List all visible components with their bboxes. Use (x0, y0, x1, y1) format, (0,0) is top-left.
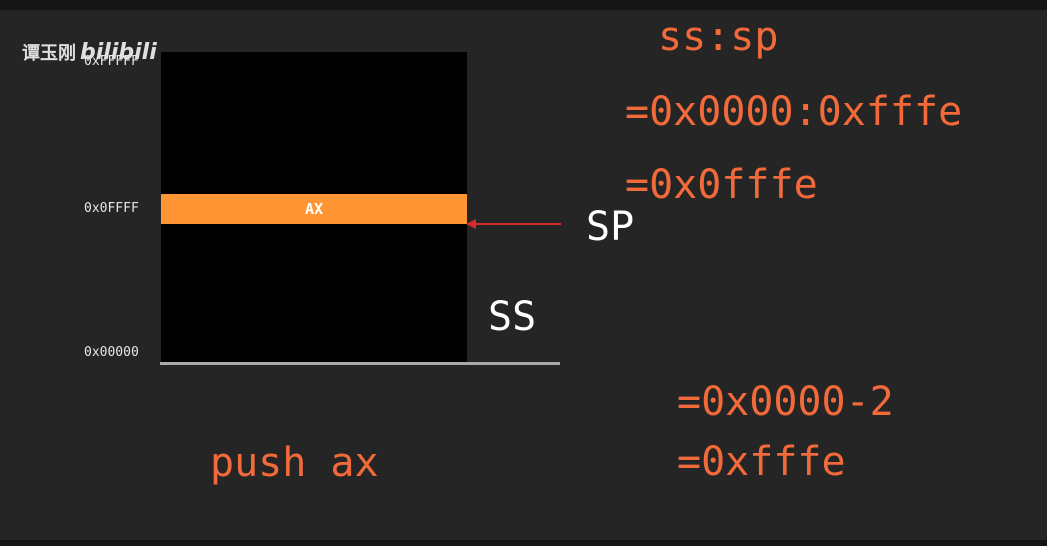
ss-register-label: SS (488, 294, 537, 340)
bilibili-logo: bilibili (80, 40, 157, 65)
address-mid-label: 0x0FFFF (84, 201, 139, 216)
stack-baseline (160, 362, 560, 365)
watermark-author: 谭玉刚 (22, 43, 76, 64)
ax-stack-slot: AX (161, 194, 467, 224)
sp-pointer-arrow-icon (466, 219, 561, 229)
address-bottom-label: 0x00000 (84, 345, 139, 360)
instruction-text: push ax (210, 440, 379, 486)
address-top-label: 0xFFFFF (84, 54, 139, 69)
ax-slot-label: AX (304, 200, 324, 218)
calc-line-5: =0xfffe (677, 439, 846, 485)
sp-register-label: SP (586, 204, 635, 250)
calc-line-1: ss:sp (658, 14, 779, 60)
calc-line-3: =0x0fffe (625, 162, 818, 208)
calc-line-4: =0x0000-2 (677, 379, 894, 425)
calc-line-2: =0x0000:0xfffe (625, 89, 963, 135)
